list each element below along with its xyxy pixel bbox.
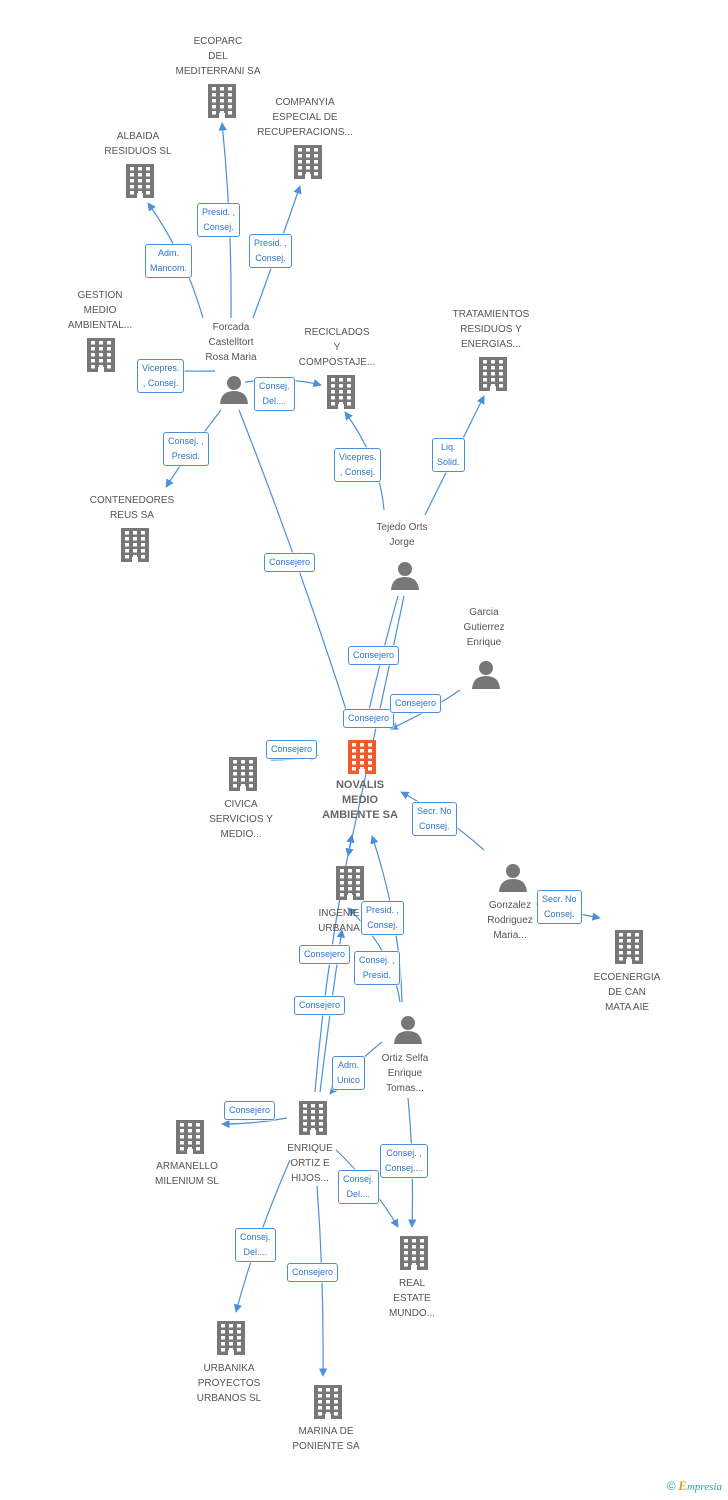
edge-label-e25[interactable]: Consejero [287, 1263, 339, 1282]
node-label-ortiz[interactable]: Ortiz Selfa Enrique Tomas... [381, 1053, 429, 1094]
edge-label-e4[interactable]: Vicepres. , Consej. [137, 359, 185, 393]
node-label-albaida[interactable]: ALBAIDA RESIDUOS SL [104, 131, 172, 157]
edge-label-e22[interactable]: Consej. , Consej.... [380, 1144, 429, 1178]
person-icon-tejedo[interactable] [391, 562, 419, 590]
edge-label-e6[interactable]: Consej. Del.... [254, 377, 295, 411]
edge-label-e12[interactable]: Consejero [390, 694, 442, 713]
node-label-ingenieria[interactable]: INGENIE URBANA [318, 908, 360, 934]
edge-label-e13[interactable]: Consejero [266, 740, 318, 759]
edge-label-e23[interactable]: Consej. Del.... [338, 1170, 379, 1204]
person-icon-forcada[interactable] [220, 376, 248, 404]
building-icon-real_estate[interactable] [400, 1236, 428, 1270]
edge-enrique_ortiz-to-armanello [221, 1117, 288, 1129]
building-icon-ecoparc[interactable] [208, 84, 236, 118]
brand-footer: © Empresia [667, 1478, 722, 1494]
edge-label-e9[interactable]: Liq. Solid. [432, 438, 465, 472]
building-icon-enrique_ortiz[interactable] [299, 1101, 327, 1135]
edge-label-e20[interactable]: Adm. Unico [332, 1056, 366, 1090]
node-label-enrique_ortiz[interactable]: ENRIQUE ORTIZ E HIJOS... [287, 1143, 333, 1184]
node-label-armanello[interactable]: ARMANELLO MILENIUM SL [155, 1161, 219, 1187]
building-icon-gestion[interactable] [87, 338, 115, 372]
node-label-urbanika[interactable]: URBANIKA PROYECTOS URBANOS SL [196, 1363, 262, 1404]
edge-label-e15[interactable]: Secr. No Consej. [537, 890, 582, 924]
edge-label-e8[interactable]: Vicepres. , Consej. [334, 448, 382, 482]
node-label-reciclados[interactable]: RECICLADOS Y COMPOSTAJE... [298, 327, 376, 368]
building-icon-urbanika[interactable] [217, 1321, 245, 1355]
building-icon-center[interactable] [348, 740, 376, 774]
node-label-gestion[interactable]: GESTION MEDIO AMBIENTAL... [67, 290, 133, 331]
edge-label-e14[interactable]: Secr. No Consej. [412, 802, 457, 836]
brand-name: mpresia [686, 1481, 722, 1493]
edge-label-e18[interactable]: Consejero [299, 945, 351, 964]
edge-label-e19[interactable]: Consejero [294, 996, 346, 1015]
building-icon-reciclados[interactable] [327, 375, 355, 409]
edge-label-e1[interactable]: Presid. , Consej. [197, 203, 241, 237]
edge-label-e21[interactable]: Consejero [224, 1101, 276, 1120]
node-label-companyia[interactable]: COMPANYIA ESPECIAL DE RECUPERACIONS... [257, 97, 353, 138]
node-label-ecoparc[interactable]: ECOPARC DEL MEDITERRANI SA [175, 36, 261, 77]
edge-label-e16[interactable]: Presid. , Consej. [361, 901, 405, 935]
node-label-tratamientos[interactable]: TRATAMIENTOS RESIDUOS Y ENERGIAS... [452, 309, 530, 350]
brand-initial: E [678, 1478, 687, 1493]
edge-label-e10[interactable]: Consejero [348, 646, 400, 665]
person-icon-ortiz[interactable] [394, 1016, 422, 1044]
node-label-gonzalez[interactable]: Gonzalez Rodriguez Maria... [487, 900, 533, 941]
node-label-ecoenergia[interactable]: ECOENERGIA DE CAN MATA AIE [593, 972, 661, 1013]
edge-label-e7[interactable]: Consejero [264, 553, 316, 572]
person-icon-gonzalez[interactable] [499, 864, 527, 892]
node-label-real_estate[interactable]: REAL ESTATE MUNDO... [388, 1278, 436, 1319]
node-label-marina[interactable]: MARINA DE PONIENTE SA [292, 1426, 360, 1452]
building-icon-companyia[interactable] [294, 145, 322, 179]
edge-label-e5[interactable]: Consej. , Presid. [163, 432, 209, 466]
node-label-forcada[interactable]: Forcada Castelltort Rosa Maria [205, 322, 257, 363]
node-label-contenedores[interactable]: CONTENEDORES REUS SA [89, 495, 175, 521]
node-label-garcia[interactable]: Garcia Gutierrez Enrique [463, 607, 505, 648]
edge-label-e3[interactable]: Adm. Mancom. [145, 244, 193, 278]
building-icon-civica[interactable] [229, 757, 257, 791]
copyright-icon: © [666, 1479, 676, 1493]
building-icon-albaida[interactable] [126, 164, 154, 198]
edge-label-e24[interactable]: Consej. Del.... [235, 1228, 276, 1262]
node-label-tejedo[interactable]: Tejedo Orts Jorge [376, 522, 428, 548]
building-icon-armanello[interactable] [176, 1120, 204, 1154]
building-icon-marina[interactable] [314, 1385, 342, 1419]
building-icon-ecoenergia[interactable] [615, 930, 643, 964]
node-label-center[interactable]: NOVALIS MEDIO AMBIENTE SA [322, 779, 398, 821]
edge-label-e2[interactable]: Presid. , Consej. [249, 234, 293, 268]
person-icon-garcia[interactable] [472, 661, 500, 689]
node-label-civica[interactable]: CIVICA SERVICIOS Y MEDIO... [209, 799, 273, 840]
building-icon-tratamientos[interactable] [479, 357, 507, 391]
building-icon-ingenieria[interactable] [336, 866, 364, 900]
edge-label-e11[interactable]: Consejero [343, 709, 395, 728]
building-icon-contenedores[interactable] [121, 528, 149, 562]
edge-label-e17[interactable]: Consej. , Presid. [354, 951, 400, 985]
